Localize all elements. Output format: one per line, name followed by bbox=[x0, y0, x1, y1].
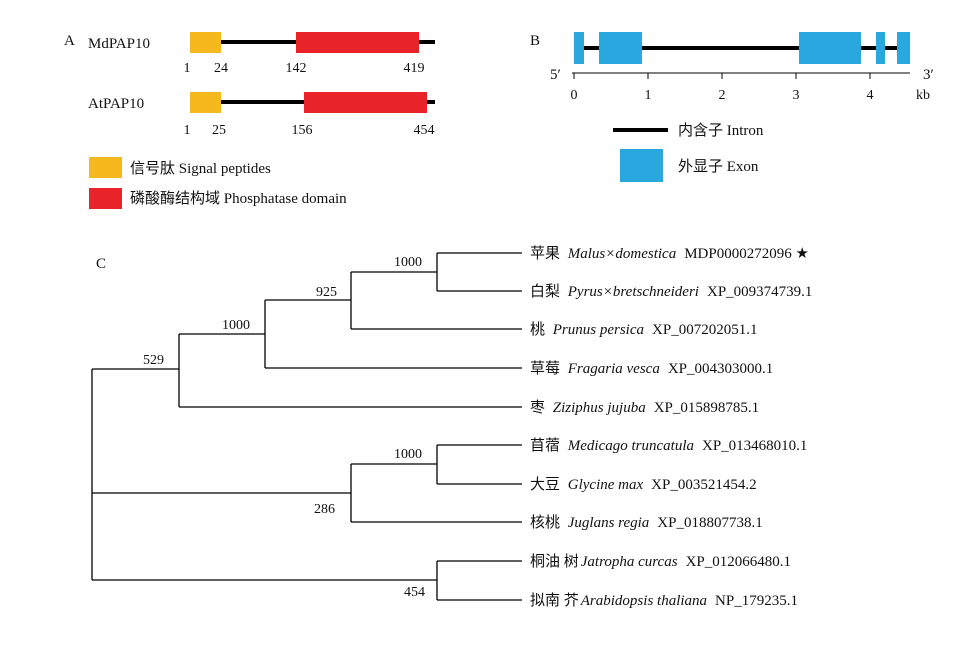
exon-swatch bbox=[620, 149, 663, 182]
position-tick: 156 bbox=[292, 123, 313, 138]
bootstrap-value: 286 bbox=[314, 502, 335, 517]
exon-block bbox=[599, 32, 642, 64]
axis-unit: kb bbox=[916, 88, 930, 103]
axis-tick-label: 1 bbox=[645, 88, 652, 103]
bootstrap-value: 529 bbox=[143, 353, 164, 368]
phylogenetic-tree bbox=[91, 252, 522, 601]
legend-exon: 外显子 Exon bbox=[678, 158, 759, 175]
position-tick: 24 bbox=[214, 61, 228, 76]
bootstrap-value: 1000 bbox=[222, 318, 250, 333]
position-tick: 419 bbox=[404, 61, 425, 76]
signal-peptide-swatch bbox=[89, 157, 122, 178]
position-tick: 142 bbox=[286, 61, 307, 76]
gene-atpap10: AtPAP10 1 25 156 454 bbox=[88, 92, 435, 138]
phosphatase-domain-swatch bbox=[89, 188, 122, 209]
panel-a-label: A bbox=[64, 33, 75, 49]
phosphatase-domain-block bbox=[296, 32, 419, 53]
exon-block bbox=[799, 32, 861, 64]
bootstrap-value: 1000 bbox=[394, 447, 422, 462]
exon-block bbox=[574, 32, 584, 64]
signal-peptide-block bbox=[190, 32, 221, 53]
gene-structure: 5′ 3′ bbox=[550, 32, 934, 83]
axis-tick-label: 2 bbox=[719, 88, 726, 103]
phosphatase-domain-block bbox=[304, 92, 427, 113]
kb-axis: 0 1 2 3 4 kb bbox=[571, 72, 930, 103]
position-tick: 25 bbox=[212, 123, 226, 138]
position-tick: 1 bbox=[184, 123, 191, 138]
axis-tick-label: 0 bbox=[571, 88, 578, 103]
panel-a-legend: 信号肽 Signal peptides 磷酸酶结构域 Phosphatase d… bbox=[89, 157, 347, 209]
axis-tick-label: 3 bbox=[793, 88, 800, 103]
position-tick: 454 bbox=[414, 123, 435, 138]
legend-phosphatase-domain: 磷酸酶结构域 Phosphatase domain bbox=[130, 190, 347, 207]
exon-block bbox=[876, 32, 885, 64]
panel-b-label: B bbox=[530, 33, 540, 49]
exon-block bbox=[897, 32, 910, 64]
gene-name: AtPAP10 bbox=[88, 96, 144, 112]
panel-b-legend: 内含子 Intron 外显子 Exon bbox=[613, 122, 764, 182]
bootstrap-value: 925 bbox=[316, 285, 337, 300]
five-prime-end: 5′ bbox=[550, 67, 561, 83]
position-tick: 1 bbox=[184, 61, 191, 76]
gene-mdpap10: MdPAP10 1 24 142 419 bbox=[88, 32, 435, 76]
bootstrap-values: 1000 925 1000 529 1000 286 454 bbox=[143, 255, 425, 600]
gene-name: MdPAP10 bbox=[88, 36, 150, 52]
legend-intron: 内含子 Intron bbox=[678, 122, 764, 139]
three-prime-end: 3′ bbox=[923, 67, 934, 83]
axis-tick-label: 4 bbox=[867, 88, 874, 103]
bootstrap-value: 1000 bbox=[394, 255, 422, 270]
bootstrap-value: 454 bbox=[404, 585, 425, 600]
legend-signal-peptide: 信号肽 Signal peptides bbox=[130, 160, 271, 177]
panel-c-label: C bbox=[96, 256, 106, 272]
signal-peptide-block bbox=[190, 92, 221, 113]
